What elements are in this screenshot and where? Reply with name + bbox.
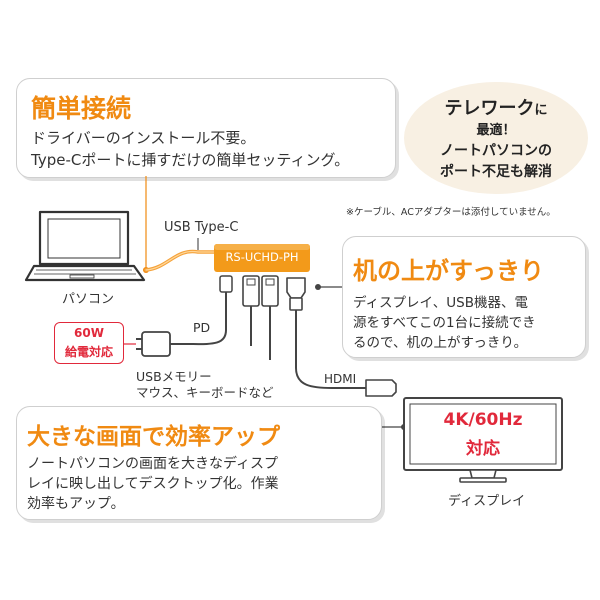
tidy-desk-heading: 机の上がすっきり <box>353 257 545 285</box>
usb-type-c-label: USB Type-C <box>164 220 239 235</box>
screen-resolution-text: 4K/60Hz <box>443 410 523 430</box>
monitor-icon <box>403 397 563 483</box>
simple-connection-box: 簡単接続 ドライバーのインストール不要。 Type-Cポートに挿すだけの簡単セッ… <box>16 78 396 178</box>
big-screen-heading: 大きな画面で効率アップ <box>27 424 280 450</box>
tidy-desk-box: 机の上がすっきり ディスプレイ、USB機器、電 源をすべてこの1台に接続でき る… <box>342 236 586 358</box>
hdmi-cable <box>295 310 366 389</box>
disclaimer-note: ※ケーブル、ACアダプターは添付していません。 <box>346 207 556 218</box>
pd-label: PD <box>193 320 211 335</box>
hub-model-label: RS-UCHD-PH <box>225 250 299 264</box>
telework-particle: に <box>534 103 548 118</box>
badge-60w-line2: 給電対応 <box>64 345 113 359</box>
telework-line4: ポート不足も解消 <box>440 164 552 180</box>
tidy-desk-line2: 源をすべてこの1台に接続でき <box>353 315 536 331</box>
usb-memory-label-2: マウス、キーボードなど <box>136 385 274 400</box>
pd-cable <box>168 276 227 346</box>
laptop-label: パソコン <box>62 292 115 307</box>
telework-line3: ノートパソコンの <box>440 143 552 159</box>
simple-connection-line2: Type-Cポートに挿すだけの簡単セッティング。 <box>31 151 350 169</box>
badge-60w-line1: 60W <box>74 326 104 340</box>
big-screen-box: 大きな画面で効率アップ ノートパソコンの画面を大きなディスプ レイに映し出してデ… <box>16 406 382 520</box>
telework-line1: テレワークに <box>404 94 588 120</box>
hdmi-display-plug <box>365 379 397 397</box>
telework-word: テレワーク <box>444 98 535 119</box>
tidy-desk-line3: るので、机の上がすっきり。 <box>353 335 528 351</box>
simple-connection-line1: ドライバーのインストール不要。 <box>31 129 256 147</box>
desk-pointer-dot <box>315 284 321 290</box>
laptop-icon <box>24 210 146 282</box>
big-screen-line3: 効率もアップ。 <box>27 496 125 512</box>
big-screen-line2: レイに映し出してデスクトップ化。作業 <box>27 476 279 492</box>
power-60w-badge: 60W 給電対応 <box>54 322 124 364</box>
telework-line2: 最適！ <box>476 123 516 138</box>
simple-connection-heading: 簡単接続 <box>31 94 132 123</box>
usb-memory-label-1: USBメモリー <box>136 369 212 384</box>
usb-a-plug-icon <box>242 275 279 307</box>
display-label: ディスプレイ <box>448 494 526 509</box>
telework-oval: テレワークに 最適！ ノートパソコンの ポート不足も解消 <box>404 82 588 194</box>
big-screen-line1: ノートパソコンの画面を大きなディスプ <box>27 456 279 472</box>
screen-support-text: 対応 <box>466 439 500 459</box>
hdmi-plug-icon <box>286 277 306 311</box>
hdmi-label: HDMI <box>324 372 357 386</box>
power-adapter-icon <box>136 331 171 357</box>
pd-plug <box>219 275 233 293</box>
tidy-desk-line1: ディスプレイ、USB機器、電 <box>353 295 528 311</box>
usb-c-hub-icon <box>214 244 310 272</box>
